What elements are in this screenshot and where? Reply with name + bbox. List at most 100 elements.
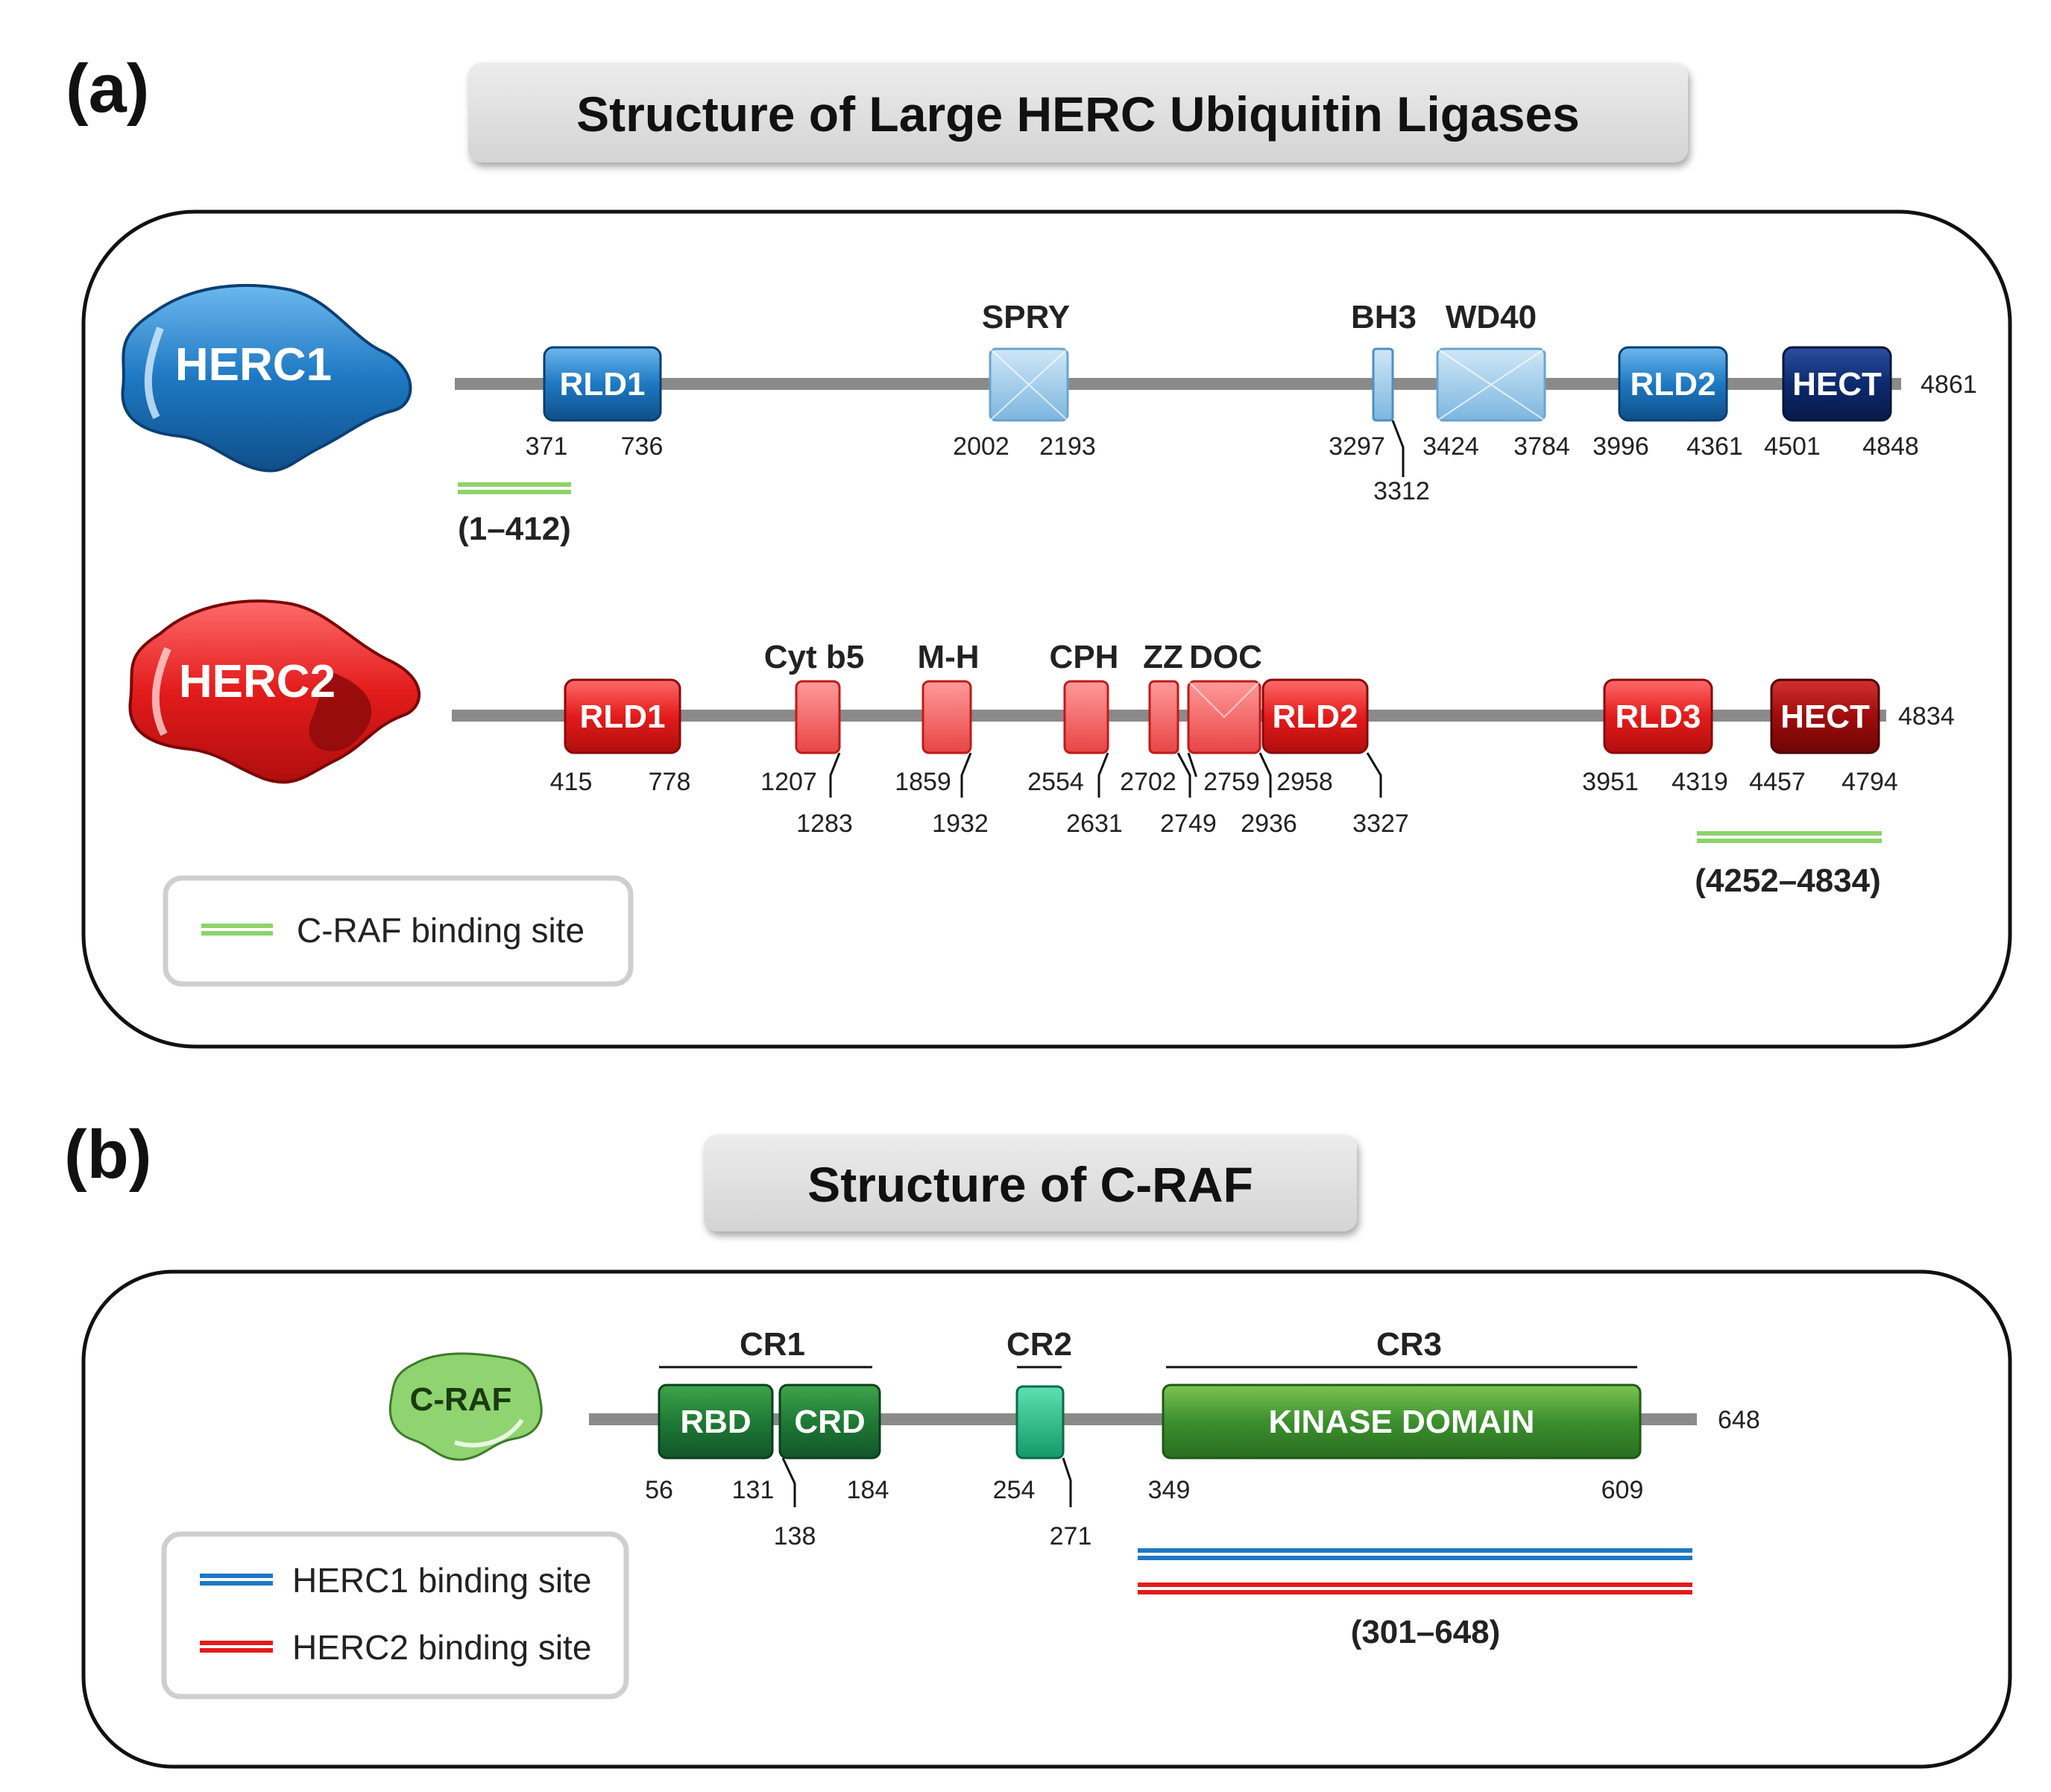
herc2-pos-2749: 2749 [1160,810,1217,838]
herc1-craf-binding-site [458,482,571,494]
herc2-pos-3951: 3951 [1582,768,1639,796]
craf-name: C-RAF [410,1381,512,1418]
herc1-rld2-label: RLD2 [1631,366,1716,403]
herc1-craf-binding-range: (1–412) [458,511,571,547]
herc1-wd40-header: WD40 [1446,299,1537,335]
herc2-pos-4319: 4319 [1672,768,1728,796]
herc1-spry-header: SPRY [982,299,1070,335]
herc1-wd40-domain [1436,347,1546,422]
herc2-pos-1283: 1283 [796,810,853,838]
panel-a-title: Structure of Large HERC Ubiquitin Ligase… [576,86,1580,142]
herc2-name: HERC2 [179,656,335,707]
craf-pos-349: 349 [1148,1476,1191,1504]
craf-herc-binding-range: (301–648) [1351,1614,1501,1650]
panel-a-legend: C-RAF binding site [163,875,634,987]
craf-pos-56: 56 [645,1476,673,1504]
craf-kinase-domain: KINASE DOMAIN [1162,1384,1642,1460]
herc1-rld1-label: RLD1 [560,366,646,403]
herc1-pos-4501: 4501 [1764,432,1821,461]
herc2-craf-binding-range: (4252–4834) [1695,862,1881,899]
herc2-cytb5-domain [795,680,841,754]
herc1-bh3-domain [1372,347,1394,422]
herc2-pos-2631: 2631 [1066,810,1123,838]
herc1-protein-icon: HERC1 [121,283,412,473]
herc2-zz-leader [1176,752,1191,798]
title-box-bg [468,63,1688,163]
herc2-zz-domain [1148,680,1179,754]
herc1-bh3-header: BH3 [1351,299,1417,335]
herc1-rld2-domain: RLD2 [1618,346,1728,422]
craf-pos-131: 131 [732,1476,775,1504]
herc1-pos-3996: 3996 [1592,432,1649,461]
herc1-pos-736: 736 [621,432,664,461]
craf-pos-609: 609 [1601,1476,1644,1504]
panel-b-legend: HERC1 binding site HERC2 binding site [161,1531,629,1700]
herc2-doc-start-leader [1187,752,1197,777]
herc2-pos-2936: 2936 [1241,810,1297,838]
herc2-pos-3327: 3327 [1352,810,1409,838]
herc2-pos-2759: 2759 [1203,768,1260,796]
herc1-pos-2193: 2193 [1039,432,1096,461]
herc2-rld3-label: RLD3 [1616,698,1701,735]
herc2-pos-1932: 1932 [932,810,989,838]
cr3-label: CR3 [1376,1326,1442,1363]
craf-crd-domain: CRD [778,1384,881,1460]
herc2-pos-1207: 1207 [760,768,817,796]
craf-herc2-binding-site [1138,1583,1692,1594]
craf-length: 648 [1718,1406,1760,1434]
craf-cr2-leader [1062,1457,1072,1507]
legend-craf-binding: C-RAF binding site [297,911,585,950]
herc2-rld2-label: RLD2 [1273,698,1358,735]
herc2-pos-2554: 2554 [1027,768,1084,796]
herc1-rld1-domain: RLD1 [543,346,662,422]
herc1-hect-label: HECT [1792,366,1882,403]
herc2-rld1-label: RLD1 [580,698,666,735]
herc1-pos-4361: 4361 [1686,432,1743,461]
herc2-rld1-domain: RLD1 [564,678,681,754]
herc1-pos-3312: 3312 [1373,477,1430,505]
craf-pos-254: 254 [993,1476,1036,1504]
craf-crd-leader [781,1457,796,1507]
herc2-rld3-domain: RLD3 [1603,678,1713,754]
herc2-length: 4834 [1898,702,1955,731]
herc2-pos-778: 778 [649,768,691,796]
herc2-doc-domain [1187,680,1261,754]
herc2-mh-header: M-H [917,639,979,675]
herc2-craf-binding-site [1697,831,1882,843]
herc1-length: 4861 [1921,370,1977,399]
herc2-cph-leader [1097,752,1109,798]
craf-protein-icon: C-RAF [388,1352,543,1461]
herc2-protein-icon: HERC2 [128,599,420,784]
craf-pos-184: 184 [847,1476,889,1504]
herc2-hect-label: HECT [1780,698,1870,735]
craf-crd-label: CRD [794,1404,865,1440]
panel-a-label: (a) [66,51,149,127]
herc2-mh-leader [960,752,972,798]
herc2-cph-header: CPH [1050,639,1119,675]
herc1-spry-domain [989,347,1069,422]
panel-b-title-box: Structure of C-RAF [704,1135,1357,1231]
herc1-pos-2002: 2002 [953,432,1009,461]
panel-a-title-box: Structure of Large HERC Ubiquitin Ligase… [468,63,1688,163]
craf-kinase-label: KINASE DOMAIN [1269,1404,1535,1440]
cr2-label: CR2 [1006,1326,1072,1363]
craf-pos-138: 138 [774,1522,816,1550]
legend-herc1-binding: HERC1 binding site [292,1561,591,1600]
herc2-pos-2958: 2958 [1276,768,1333,796]
herc2-doc-header: DOC [1189,639,1262,675]
herc2-pos-2702: 2702 [1120,768,1176,796]
herc1-pos-3784: 3784 [1513,432,1570,461]
herc2-cytb5-header: Cyt b5 [764,639,864,675]
craf-rbd-domain: RBD [658,1384,774,1460]
herc2-zz-header: ZZ [1143,639,1183,675]
craf-pos-271: 271 [1050,1522,1092,1550]
herc1-bh3-leader [1391,420,1405,477]
craf-rbd-label: RBD [680,1404,751,1440]
herc2-doc-end-leader [1258,752,1272,798]
herc2-mh-domain [921,680,972,754]
craf-cr2-domain [1015,1385,1065,1460]
herc1-pos-4848: 4848 [1862,432,1919,461]
craf-herc1-binding-site [1138,1548,1692,1560]
